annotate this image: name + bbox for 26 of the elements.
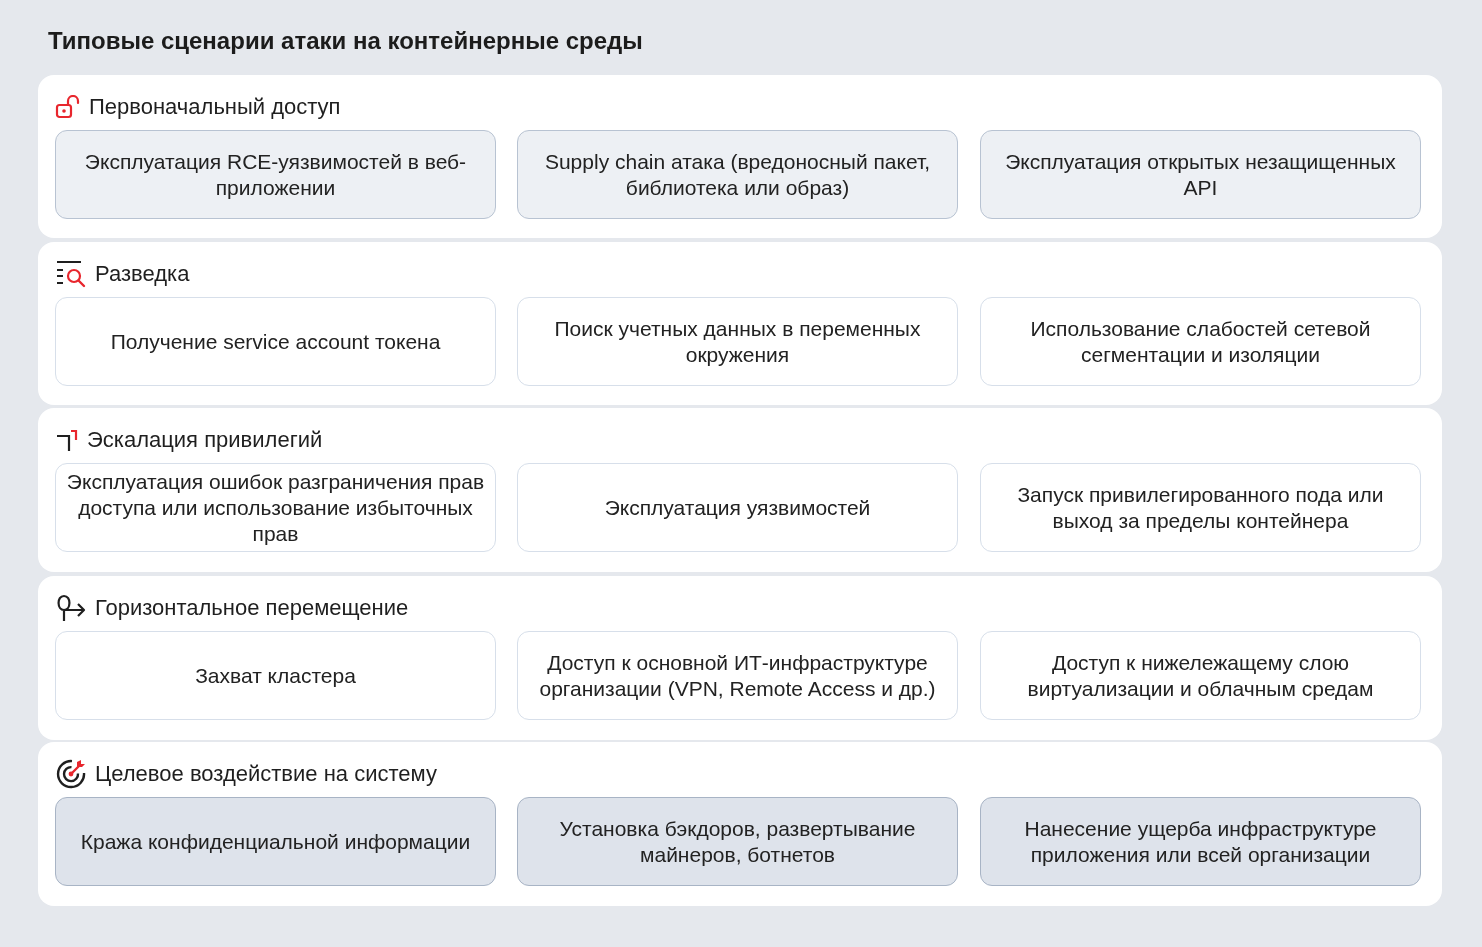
technique-card: Использование слабостей сетевой сегментации и изоляции [980,297,1421,386]
technique-card: Эксплуатация уязвимостей [517,463,958,552]
technique-card: Запуск привилегированного пода или выход за пределы контейнера [980,463,1421,552]
technique-card: Supply chain атака (вредоносный пакет, библиотека или образ) [517,130,958,219]
technique-card: Получение service account токена [55,297,496,386]
technique-card: Эксплуатация RCE-уязвимостей в веб-приложении [55,130,496,219]
stage-heading: Эскалация привилегий [87,427,323,453]
technique-card: Эксплуатация открытых незащищенных API [980,130,1421,219]
technique-card: Нанесение ущерба инфраструктуре приложения или всей организации [980,797,1421,886]
technique-card: Кража конфиденциальной информации [55,797,496,886]
stage-heading: Разведка [95,261,190,287]
stage-heading: Целевое воздействие на систему [95,761,437,787]
stage-panel [38,742,1442,906]
stage-panel [38,242,1442,405]
stage-panel [38,408,1442,572]
stage-heading: Первоначальный доступ [89,94,341,120]
technique-card: Установка бэкдоров, развертывание майнеров, ботнетов [517,797,958,886]
technique-card: Доступ к основной ИТ-инфраструктуре организации (VPN, Remote Access и др.) [517,631,958,720]
technique-card: Доступ к нижележащему слою виртуализации и облачным средам [980,631,1421,720]
technique-card: Эксплуатация ошибок разграничения прав доступа или использование избыточных прав [55,463,496,552]
stage-panel [38,75,1442,238]
technique-card: Захват кластера [55,631,496,720]
diagram-title: Типовые сценарии атаки на контейнерные среды [48,27,643,55]
stage-panel [38,576,1442,740]
stage-heading: Горизонтальное перемещение [95,595,409,621]
technique-card: Поиск учетных данных в переменных окружения [517,297,958,386]
